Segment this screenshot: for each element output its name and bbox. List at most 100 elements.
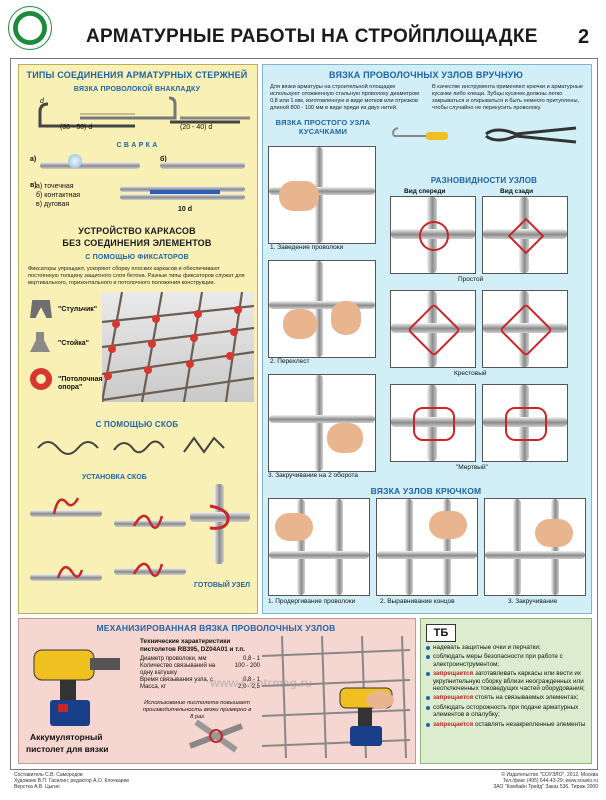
bracket-rod-1 [30,510,102,517]
hand-icon [275,513,313,541]
wire-dead-knot [505,407,547,441]
knot-box [482,384,568,462]
footer-credits: Составитель С.В. Самородов Художник В.П.… [14,772,129,791]
brackets-title: С ПОМОЩЬЮ СКОБ [95,420,179,429]
overlap-diagram [38,96,250,128]
frames-title-1: УСТРОЙСТВО КАРКАСОВ [78,226,196,236]
bracket-shapes [37,436,225,455]
hook-rod [405,499,413,595]
ceiling-fixator-icon [30,368,52,390]
hand-icon [327,423,363,453]
weld-rod-v1 [120,186,245,192]
bracket-on-rod-1 [52,497,80,515]
hook-rod [335,499,343,595]
weld-v-label: в) [30,182,37,189]
footer-line: Тел./факс (495) 644-43-29; www.souelo.ru [502,778,598,785]
cross-node-icon [186,716,246,756]
weld-b-label: б) [160,156,167,163]
fixator-label-stand: "Стойка" [58,340,90,347]
weld-dim: 10 d [178,206,193,213]
step-rod [269,187,375,195]
hook-rod [443,499,451,595]
weld-list-item: а) точечная [36,183,74,190]
footer-publisher: © Издательство "СОУЭЛО", 2012, Москва Те… [430,772,598,791]
fixators-text: Фиксаторы упрощают, ускоряют сборку плос… [28,266,245,286]
hook-step-caption-2: 2. Выравнивание концов [380,598,455,605]
safety-item: запрещается стоять на связываемых элемен… [426,694,586,701]
safety-list: надевать защитные очки и перчатки; соблю… [426,644,586,730]
hook-rod [377,551,477,559]
weld-seam [150,190,220,194]
weld-title: С В А Р К А [116,142,158,149]
safety-item: запрещается заготавливать каркасы или ве… [426,670,586,692]
fixators-photo [102,292,254,402]
footer-line: Составитель С.В. Самородов [14,772,83,778]
ready-node-vertical-rod [214,484,224,564]
knot-rod [483,229,567,239]
hand-icon [279,181,319,211]
hand-icon [535,519,573,547]
manual-title: ВЯЗКА ПРОВОЛОЧНЫХ УЗЛОВ ВРУЧНУЮ [329,70,523,80]
knot-box [390,290,476,368]
mech-mesh-photo [261,635,411,759]
page-title: АРМАТУРНЫЕ РАБОТЫ НА СТРОЙПЛОЩАДКЕ [86,26,538,47]
safety-item: соблюдать меры безопасности при работе с… [426,653,586,668]
overlap-title: ВЯЗКА ПРОВОЛОКОЙ ВНАКЛАДКУ [73,86,201,93]
kind-label-cross: Крестовый [454,370,487,377]
hook-step-caption-1: 1. Продергивание проволоки [268,598,356,605]
knot-rod [483,323,567,333]
weld-rod-b1 [160,162,245,169]
footer-line: © Издательство "СОУЭЛО", 2012, Москва [501,772,598,778]
bracket-on-rod-2 [132,514,164,529]
weld-list-item: в) дуговая [36,201,70,208]
knot-rod [391,323,475,333]
kinds-title: РАЗНОВИДНОСТИ УЗЛОВ [430,176,538,185]
fixator-label-chair: "Стульчик" [58,306,98,313]
fixators-title: С ПОМОЩЬЮ ФИКСАТОРОВ [85,254,189,261]
knot-rod [483,417,567,427]
gun-caption-1: Аккумуляторный [30,732,103,742]
footer-line: ЗАО "Комбайн Трейд" Заказ 536. Тираж 200… [493,784,598,791]
safety-item: соблюдать осторожность при подаче армату… [426,704,586,719]
spec-title: Технические характеристики пистолетов RB… [140,638,245,653]
hook-step-caption-3: 3. Закручивание [508,598,558,605]
gun-caption-2: пистолет для вязки [26,744,109,754]
hand-icon [429,511,467,539]
knot-box [482,196,568,274]
weld-spot [68,154,82,168]
step-caption-1: 1. Заведение проволоки [270,244,344,251]
watermark: www.Centrmag.ru [210,676,313,690]
step-box-2 [268,260,376,358]
hook-rod [513,499,521,595]
bracket-rod-3 [30,574,102,581]
wire-dead-knot [413,407,455,441]
simple-knot-title: ВЯЗКА ПРОСТОГО УЗЛА КУСАЧКАМИ [275,118,371,136]
mech-note: Использование пистолета повышает произво… [142,700,252,720]
overlap-d-label: d [40,98,44,105]
fixator-label-ceiling: "Потолочная опора" [58,376,103,391]
mesh-drawing [261,635,411,759]
bracket-on-rod-3 [56,565,84,579]
ready-node-horizontal-rod [190,512,250,522]
manual-text-left: Для вязки арматуры на строительной площа… [270,84,420,111]
tying-gun-icon [30,640,130,730]
step-rod [269,301,375,309]
footer-line: Художник В.П. Гасилин; редактор А.О. Кло… [14,778,129,785]
knot-box [482,290,568,368]
weld-list-item: б) контактная [36,192,81,199]
kind-label-dead: "Мертвый" [456,464,488,471]
footer-line: Верстка А.В. Цыгин [14,784,60,791]
hook-title: ВЯЗКА УЗЛОВ КРЮЧКОМ [370,486,482,496]
types-title: ТИПЫ СОЕДИНЕНИЯ АРМАТУРНЫХ СТЕРЖНЕЙ [26,70,248,80]
weld-rod-a1 [40,162,140,169]
wire-cross-knot [499,303,553,357]
logo-emblem [8,6,52,50]
hook-rod [297,499,305,595]
safety-item: надевать защитные очки и перчатки; [426,644,586,651]
step-rod [315,375,323,471]
